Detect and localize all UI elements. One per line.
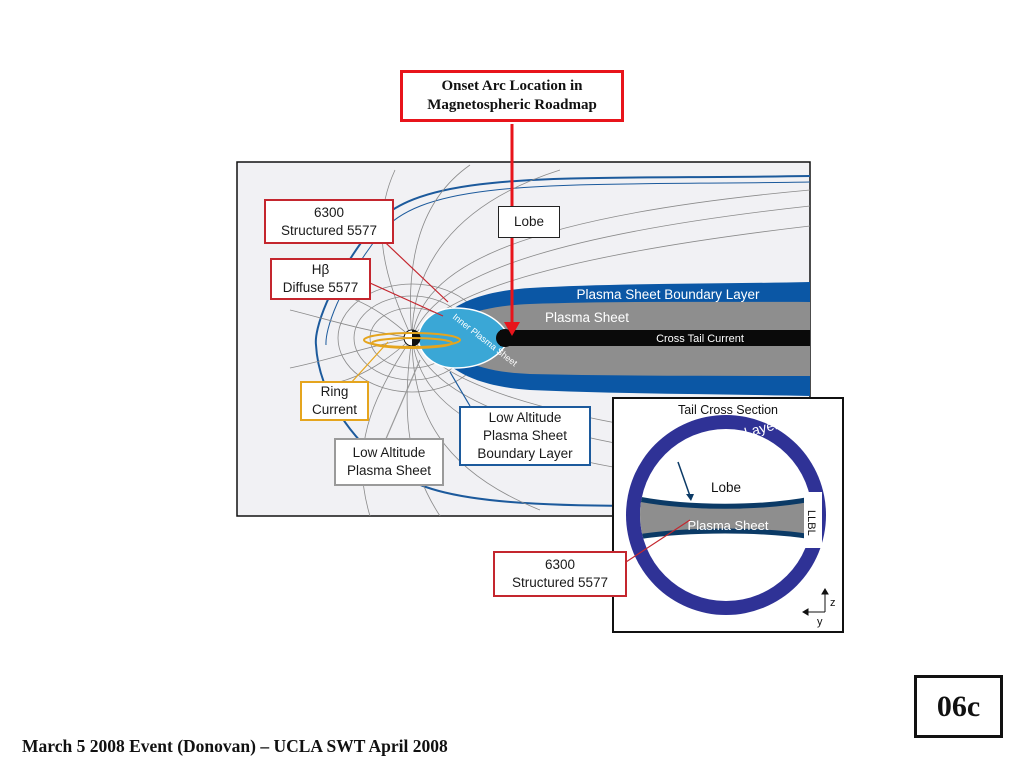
cross-tail-current-label: Cross Tail Current [656,333,744,345]
axis-y-label: y [817,616,823,628]
label-lobe: Lobe [498,206,560,238]
label-ring-current: Ring Current [300,381,369,421]
inset-title: Tail Cross Section [678,403,778,417]
title-line-1: Onset Arc Location in [441,78,583,94]
slide-number-badge: 06c [914,675,1003,738]
inset-plasma-sheet-label: Plasma Sheet [688,518,769,533]
cross-tail-current [500,330,810,346]
axis-z-label: z [830,597,836,609]
psbl-label: Plasma Sheet Boundary Layer [576,287,760,302]
plasma-sheet-label: Plasma Sheet [545,310,629,325]
label-low-altitude-psbl: Low Altitude Plasma Sheet Boundary Layer [459,406,591,466]
label-6300-structured-bottom: 6300 Structured 5577 [493,551,627,597]
label-hbeta-diffuse: Hβ Diffuse 5577 [270,258,371,300]
inset-lobe-label: Lobe [711,480,741,495]
axis-indicator [802,588,829,616]
footer-caption: March 5 2008 Event (Donovan) – UCLA SWT … [22,736,448,756]
diagram-title-box: Onset Arc Location in Magnetospheric Roa… [400,70,624,122]
title-line-2: Magnetospheric Roadmap [427,97,597,113]
llbl-strip [804,492,822,548]
ring-current-ellipses [363,332,461,349]
label-low-altitude-plasma-sheet: Low Altitude Plasma Sheet [334,438,444,486]
inset-llbl-label: LLBL [805,510,817,536]
label-6300-structured-top: 6300 Structured 5577 [264,199,394,244]
tail-cross-section-inset: Tail Cross Section Boundary Layer Lobe P… [612,397,844,633]
